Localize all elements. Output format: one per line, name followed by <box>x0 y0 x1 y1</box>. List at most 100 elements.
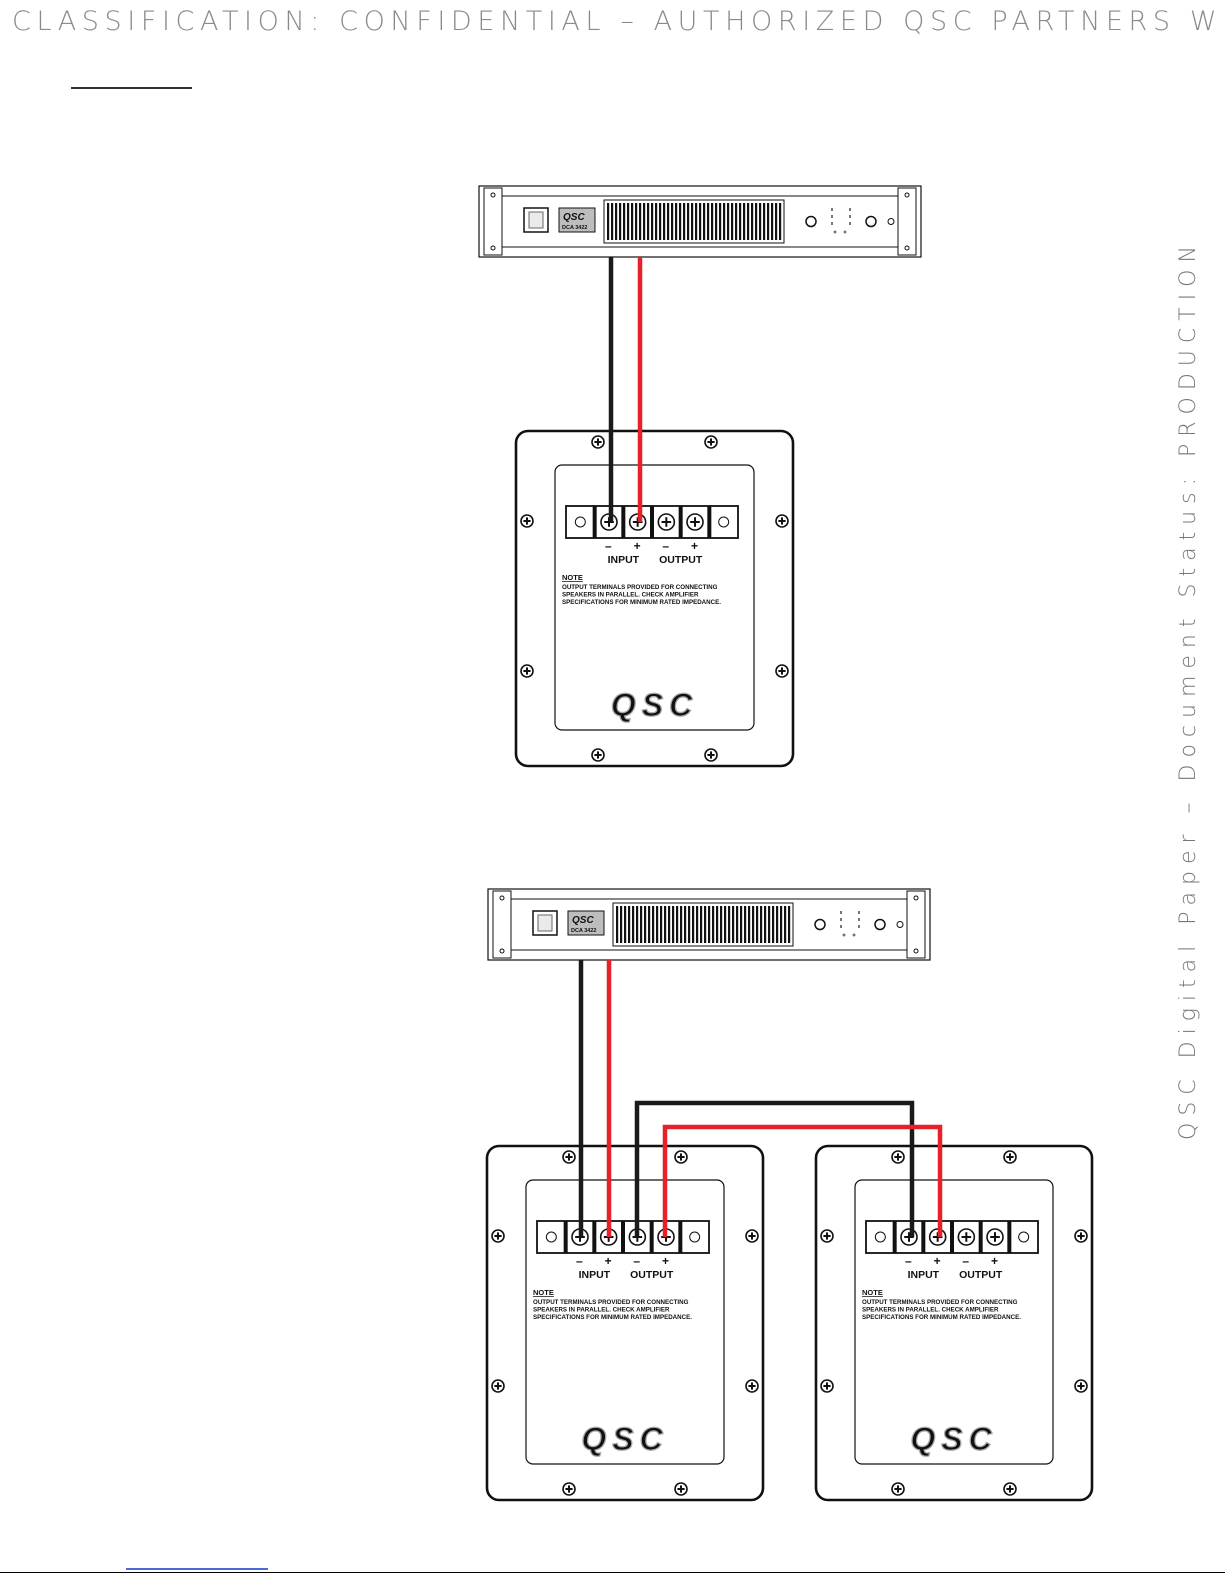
terminal-hole-icon <box>689 1231 701 1243</box>
gain-knob-icon <box>874 918 886 931</box>
gain-knob-icon <box>814 918 826 931</box>
terminal-hole-icon <box>1018 1231 1030 1243</box>
screw-icon <box>591 435 605 449</box>
screw-icon <box>704 748 718 762</box>
rack-hole-icon <box>499 948 505 954</box>
parallel-negative-wire <box>634 1100 915 1237</box>
input-label: INPUT <box>908 1269 940 1281</box>
amplifier-badge <box>567 910 605 936</box>
output-plus-label: + <box>662 1254 669 1268</box>
terminal-hole-icon <box>718 516 730 528</box>
qsc-logo: QSC <box>581 1421 668 1457</box>
qsc-logo: QSC <box>910 1421 997 1457</box>
output-label: OUTPUT <box>959 1269 1003 1281</box>
gain-knob-icon <box>805 215 817 228</box>
output-minus-label: – <box>662 539 669 553</box>
screw-icon <box>491 1229 505 1243</box>
screw-icon <box>591 748 605 762</box>
terminal-hole-icon <box>545 1231 557 1243</box>
input-plus-label: + <box>934 1254 941 1268</box>
screw-icon <box>986 1228 1004 1246</box>
screw-icon <box>674 1482 688 1496</box>
qsc-logo: QSC <box>611 687 698 723</box>
output-label: OUTPUT <box>630 1269 674 1281</box>
screw-icon <box>520 514 534 528</box>
terminal-hole-icon <box>574 516 586 528</box>
rack-ear-right <box>906 890 926 959</box>
screw-icon <box>1074 1229 1088 1243</box>
screw-icon <box>957 1228 976 1246</box>
gain-knob-icon <box>865 215 877 228</box>
output-plus-label: + <box>991 1254 998 1268</box>
screw-icon <box>775 514 789 528</box>
footer-rule <box>0 1572 1225 1573</box>
screw-icon <box>820 1229 834 1243</box>
terminal-hole-icon <box>874 1231 886 1243</box>
input-minus-label: – <box>605 539 612 553</box>
header-underline <box>71 87 192 89</box>
rack-ear-right <box>897 187 917 256</box>
screw-icon <box>674 1150 688 1164</box>
cooling-vent <box>603 199 785 244</box>
screw-icon <box>657 513 676 531</box>
rack-hole-icon <box>490 192 496 198</box>
amplifier-brand: QSC <box>563 212 585 223</box>
amplifier: QSC DCA 3422 <box>487 888 931 961</box>
classification-header: CLASSIFICATION: CONFIDENTIAL – AUTHORIZE… <box>12 6 1225 37</box>
rack-hole-icon <box>913 948 919 954</box>
amplifier-model: DCA 3422 <box>571 928 596 934</box>
input-minus-label: – <box>905 1254 912 1268</box>
input-label: INPUT <box>608 554 640 566</box>
rack-ear-left <box>492 890 512 959</box>
screw-icon <box>491 1379 505 1393</box>
screw-icon <box>562 1482 576 1496</box>
cooling-vent <box>612 902 794 947</box>
amplifier-brand: QSC <box>572 915 594 926</box>
screw-icon <box>928 1228 947 1246</box>
output-minus-label: – <box>962 1254 969 1268</box>
note-title: NOTE <box>533 1288 554 1297</box>
screw-icon <box>1003 1482 1017 1496</box>
note-text: SPECIFICATIONS FOR MINIMUM RATED IMPEDAN… <box>862 1314 1021 1321</box>
screw-icon <box>775 664 789 678</box>
screw-icon <box>562 1150 576 1164</box>
rack-hole-icon <box>904 192 910 198</box>
rack-hole-icon <box>904 245 910 251</box>
screw-icon <box>686 513 704 531</box>
screw-icon <box>891 1150 905 1164</box>
screw-icon <box>520 664 534 678</box>
input-plus-label: + <box>634 539 641 553</box>
footer-link-underline[interactable] <box>126 1568 268 1570</box>
screw-icon <box>900 1228 918 1246</box>
input-label: INPUT <box>579 1269 611 1281</box>
input-plus-label: + <box>605 1254 612 1268</box>
screw-icon <box>820 1379 834 1393</box>
note-text: SPEAKERS IN PARALLEL. CHECK AMPLIFIER <box>862 1307 999 1314</box>
note-text: OUTPUT TERMINALS PROVIDED FOR CONNECTING <box>862 1299 1018 1306</box>
screw-icon <box>1003 1150 1017 1164</box>
note-text: SPEAKERS IN PARALLEL. CHECK AMPLIFIER <box>533 1307 670 1314</box>
note-text: SPECIFICATIONS FOR MINIMUM RATED IMPEDAN… <box>533 1314 692 1321</box>
note-text: SPECIFICATIONS FOR MINIMUM RATED IMPEDAN… <box>562 599 721 606</box>
output-minus-label: – <box>633 1254 640 1268</box>
output-label: OUTPUT <box>659 554 703 566</box>
note-text: SPEAKERS IN PARALLEL. CHECK AMPLIFIER <box>562 592 699 599</box>
note-text: OUTPUT TERMINALS PROVIDED FOR CONNECTING <box>562 584 718 591</box>
rack-hole-icon <box>913 895 919 901</box>
screw-icon <box>1074 1379 1088 1393</box>
screw-icon <box>704 435 718 449</box>
amplifier-badge <box>558 207 596 233</box>
parallel-positive-wire <box>662 1124 943 1237</box>
rack-hole-icon <box>490 245 496 251</box>
input-minus-label: – <box>576 1254 583 1268</box>
note-title: NOTE <box>562 573 583 582</box>
screw-icon <box>628 513 647 531</box>
note-text: OUTPUT TERMINALS PROVIDED FOR CONNECTING <box>533 1299 689 1306</box>
screw-icon <box>891 1482 905 1496</box>
screw-icon <box>745 1379 759 1393</box>
